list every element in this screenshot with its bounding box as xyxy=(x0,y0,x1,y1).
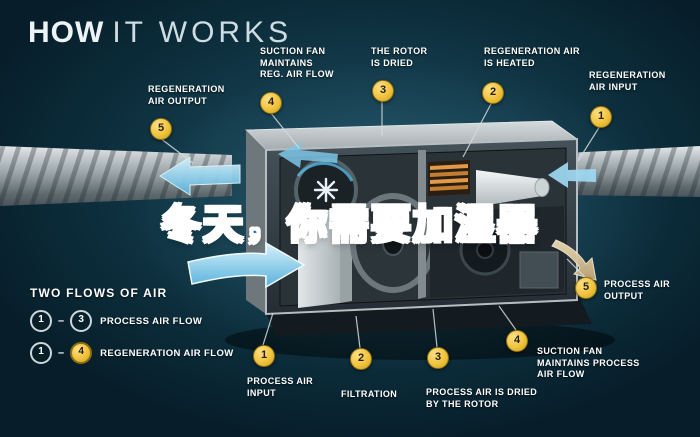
fan-motor xyxy=(519,251,559,289)
callout-number-air-heated: 2 xyxy=(482,82,504,104)
callout-number-process-suction-fan: 4 xyxy=(506,330,528,352)
legend-separator: – xyxy=(58,315,65,327)
callout-label-regen-input: REGENERATION AIR INPUT xyxy=(589,70,666,92)
regen-input-arrow xyxy=(548,162,596,188)
title-strong: HOW xyxy=(28,16,105,49)
legend: TWO FLOWS OF AIR 1 – 3 PROCESS AIR FLOW … xyxy=(30,286,234,364)
callout-label-filtration: FILTRATION xyxy=(341,389,398,399)
legend-row-process: 1 – 3 PROCESS AIR FLOW xyxy=(30,310,234,332)
callout-label-process-dried: PROCESS AIR IS DRIED BY THE ROTOR xyxy=(426,387,538,409)
callout-number-regen-suction-fan: 4 xyxy=(260,92,282,114)
callout-label-process-input: PROCESS AIR INPUT xyxy=(247,376,314,398)
legend-circle-1: 1 xyxy=(30,310,52,332)
fan-blades-icon xyxy=(313,177,339,203)
machine-interior xyxy=(294,150,564,308)
regen-fan-cone xyxy=(476,170,542,207)
callout-number-process-dried: 3 xyxy=(427,347,449,369)
heater xyxy=(428,160,470,196)
callout-number-regen-output: 5 xyxy=(150,118,172,140)
callout-label-process-output: PROCESS AIR OUTPUT xyxy=(604,279,671,301)
interior-flow-arrow xyxy=(278,142,338,168)
left-duct xyxy=(0,146,232,206)
callout-label-air-heated: REGENERATION AIR IS HEATED xyxy=(484,46,580,68)
regen-output-arrow xyxy=(159,156,241,196)
legend-label-process: PROCESS AIR FLOW xyxy=(100,315,203,327)
process-input-arrow xyxy=(187,241,306,289)
legend-label-regeneration: REGENERATION AIR FLOW xyxy=(100,347,234,359)
leader-lines xyxy=(159,100,601,349)
legend-circle-1b: 1 xyxy=(30,342,52,364)
airflow-arrows xyxy=(159,142,597,289)
legend-title: TWO FLOWS OF AIR xyxy=(30,286,168,300)
callout-label-regen-suction-fan: SUCTION FAN MAINTAINS REG. AIR FLOW xyxy=(260,46,334,80)
right-duct xyxy=(566,146,700,197)
legend-circle-4: 4 xyxy=(70,342,93,364)
callout-number-rotor-dried: 3 xyxy=(372,80,394,102)
legend-circle-3: 3 xyxy=(70,310,93,332)
legend-separator-2: – xyxy=(58,347,65,359)
callout-number-process-output: 5 xyxy=(575,277,597,299)
callout-number-regen-input: 1 xyxy=(590,106,612,128)
legend-row-regeneration: 1 – 4 REGENERATION AIR FLOW xyxy=(30,342,234,364)
callout-number-process-input: 1 xyxy=(253,345,275,367)
callout-label-rotor-dried: THE ROTOR IS DRIED xyxy=(371,46,428,68)
callout-number-filtration: 2 xyxy=(350,348,372,370)
callout-label-regen-output: REGENERATION AIR OUTPUT xyxy=(148,84,225,106)
chinese-overlay-text: 冬天，你需要加湿器 xyxy=(160,201,539,249)
callout-label-process-suction-fan: SUCTION FAN MAINTAINS PROCESS AIR FLOW xyxy=(537,346,640,380)
title-light: IT WORKS xyxy=(112,16,293,49)
